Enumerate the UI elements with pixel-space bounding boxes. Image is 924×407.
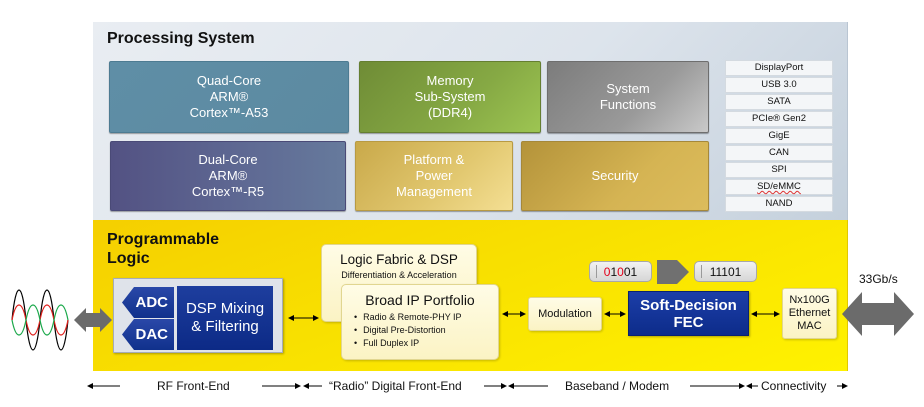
block-line: DSP Mixing	[185, 300, 265, 317]
bit: 1	[610, 264, 618, 279]
bit: 1	[630, 264, 638, 279]
block-line: Sub-System	[414, 89, 486, 104]
block-line: Cortex™-A53	[189, 105, 269, 120]
segment-digital-frontend: “Radio” Digital Front-End	[329, 379, 462, 393]
io-item-sata: SATA	[725, 94, 833, 110]
programmable-logic-title: Programmable Logic	[107, 230, 219, 268]
io-item-usb3: USB 3.0	[725, 77, 833, 93]
block-line: FEC	[673, 313, 704, 331]
block-line: ARM®	[208, 168, 248, 183]
io-item-label: SD/eMMC	[757, 181, 801, 192]
adc-block: ADC	[122, 287, 174, 318]
io-item-displayport: DisplayPort	[725, 60, 833, 76]
block-line: Security	[591, 168, 639, 183]
throughput-label: 33Gb/s	[859, 272, 898, 286]
block-line: Management	[396, 184, 472, 199]
block-line: Cortex™-R5	[191, 184, 265, 199]
segment-baseband-modem: Baseband / Modem	[565, 379, 670, 393]
block-line: Platform &	[403, 152, 465, 167]
block-line: Quad-Core	[196, 73, 262, 88]
io-item-can: CAN	[725, 145, 833, 161]
block-line: Functions	[599, 97, 657, 112]
bit: 0	[603, 264, 611, 279]
title-line: Programmable	[107, 231, 220, 248]
memory-subsystem-block: Memory Sub-System (DDR4)	[359, 61, 541, 133]
system-functions-block: System Functions	[547, 61, 709, 133]
title-line: Logic	[107, 250, 150, 267]
block-line: & Filtering	[191, 318, 259, 335]
block-line: Dual-Core	[198, 152, 258, 167]
ip-portfolio-list: Radio & Remote-PHY IP Digital Pre-Distor…	[342, 311, 498, 350]
segment-connectivity: Connectivity	[761, 379, 827, 393]
block-line: (DDR4)	[427, 105, 473, 120]
processing-system-title: Processing System	[107, 30, 255, 47]
block-line: ARM®	[209, 89, 249, 104]
logic-fabric-subtitle: Differentiation & Acceleration	[341, 270, 457, 280]
block-line: MAC	[797, 320, 822, 332]
block-line: Soft-Decision	[640, 296, 737, 314]
quad-core-a53-block: Quad-Core ARM® Cortex™-A53	[109, 61, 349, 133]
analog-io-double-arrow	[74, 308, 112, 332]
platform-power-management-block: Platform & Power Management	[355, 141, 513, 211]
segment-rf-frontend: RF Front-End	[157, 379, 230, 393]
logic-fabric-title: Logic Fabric & DSP	[340, 252, 458, 267]
network-io-double-arrow	[842, 292, 914, 336]
io-item-nand: NAND	[725, 196, 833, 212]
block-line: Ethernet	[788, 307, 831, 319]
io-item-spi: SPI	[725, 162, 833, 178]
block-line: Memory	[426, 73, 474, 88]
modulation-block: Modulation	[528, 297, 602, 331]
block-line: System	[606, 81, 650, 96]
dsp-mixing-filtering-block: DSP Mixing & Filtering	[177, 286, 273, 350]
io-item-pcie: PCIe® Gen2	[725, 111, 833, 127]
ip-portfolio-item: Full Duplex IP	[354, 337, 498, 350]
block-line: Nx100G	[789, 294, 830, 306]
output-bits-pill: 11101	[694, 261, 757, 282]
io-item-sd-emmc: SD/eMMC	[725, 179, 833, 195]
ethernet-mac-block: Nx100G Ethernet MAC	[782, 288, 837, 339]
soft-decision-fec-block: Soft-Decision FEC	[628, 291, 749, 336]
dac-block: DAC	[122, 319, 174, 350]
ip-portfolio-card: Broad IP Portfolio Radio & Remote-PHY IP…	[341, 284, 499, 360]
block-line: Power	[415, 168, 453, 183]
correction-arrow-icon	[657, 260, 689, 284]
security-block: Security	[521, 141, 709, 211]
bit: 0	[623, 264, 631, 279]
io-item-gige: GigE	[725, 128, 833, 144]
ip-portfolio-title: Broad IP Portfolio	[365, 292, 475, 308]
bit: 0	[617, 264, 624, 279]
ip-portfolio-item: Radio & Remote-PHY IP	[354, 311, 498, 324]
io-interface-list: DisplayPort USB 3.0 SATA PCIe® Gen2 GigE…	[725, 60, 833, 213]
ip-portfolio-item: Digital Pre-Distortion	[354, 324, 498, 337]
dual-core-r5-block: Dual-Core ARM® Cortex™-R5	[110, 141, 346, 211]
rf-waveform-icon	[11, 289, 69, 351]
